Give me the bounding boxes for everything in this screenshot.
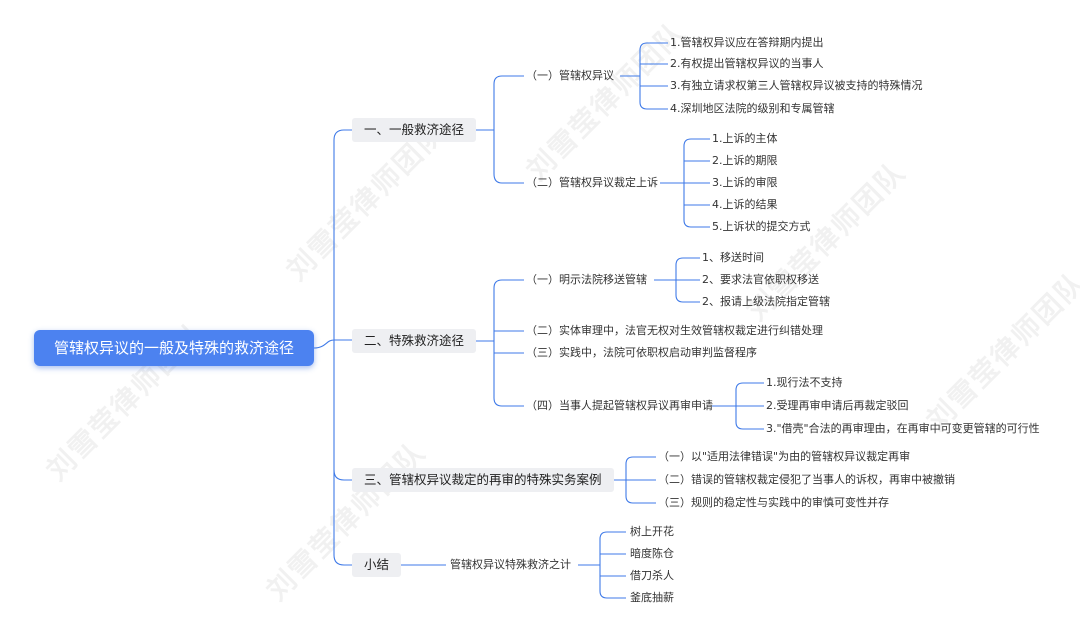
b1-objection-item[interactable]: 4.深圳地区法院的级别和专属管辖 <box>670 102 835 115</box>
b1-objection-item[interactable]: 1.管辖权异议应在答辩期内提出 <box>670 36 824 49</box>
b2-transfer-item[interactable]: 2、报请上级法院指定管辖 <box>702 295 830 308</box>
b1-appeal-item[interactable]: 1.上诉的主体 <box>712 132 778 145</box>
b1-objection-item[interactable]: 2.有权提出管辖权异议的当事人 <box>670 57 824 70</box>
b1-appeal-item[interactable]: 3.上诉的审限 <box>712 176 778 189</box>
b2-substantive-node[interactable]: （二）实体审理中，法官无权对生效管辖权裁定进行纠错处理 <box>526 324 823 337</box>
b2-retrial-item[interactable]: 3."借壳"合法的再审理由，在再审中可变更管辖的可行性 <box>766 422 1040 435</box>
b2-transfer-node[interactable]: （一）明示法院移送管辖 <box>526 273 647 286</box>
b2-retrial-node[interactable]: （四）当事人提起管辖权异议再审申请 <box>526 399 713 412</box>
b2-transfer-item[interactable]: 1、移送时间 <box>702 251 764 264</box>
b3-case-item[interactable]: （一）以"适用法律错误"为由的管辖权异议裁定再审 <box>658 450 911 463</box>
b1-appeal-item[interactable]: 2.上诉的期限 <box>712 154 778 167</box>
b1-appeal-item[interactable]: 5.上诉状的提交方式 <box>712 220 811 233</box>
b2-transfer-item[interactable]: 2、要求法官依职权移送 <box>702 273 819 286</box>
b2-retrial-item[interactable]: 2.受理再审申请后再裁定驳回 <box>766 399 909 412</box>
b1-objection-node[interactable]: （一）管辖权异议 <box>526 69 614 82</box>
branch-general-remedy[interactable]: 一、一般救济途径 <box>352 118 477 142</box>
b4-strategy-item[interactable]: 暗度陈仓 <box>630 547 674 560</box>
branch-special-remedy[interactable]: 二、特殊救济途径 <box>352 329 477 353</box>
b2-supervision-node[interactable]: （三）实践中，法院可依职权启动审判监督程序 <box>526 346 757 359</box>
b2-retrial-item[interactable]: 1.现行法不支持 <box>766 376 843 389</box>
branch-summary[interactable]: 小结 <box>352 553 402 577</box>
b1-appeal-item[interactable]: 4.上诉的结果 <box>712 198 778 211</box>
b4-strategy-item[interactable]: 借刀杀人 <box>630 569 674 582</box>
b4-strategy-node[interactable]: 管辖权异议特殊救济之计 <box>450 558 571 571</box>
root-node[interactable]: 管辖权异议的一般及特殊的救济途径 <box>34 330 314 366</box>
b3-case-item[interactable]: （三）规则的稳定性与实践中的审慎可变性并存 <box>658 496 889 509</box>
b1-appeal-node[interactable]: （二）管辖权异议裁定上诉 <box>526 176 658 189</box>
b4-strategy-item[interactable]: 釜底抽薪 <box>630 591 674 604</box>
b4-strategy-item[interactable]: 树上开花 <box>630 525 674 538</box>
branch-retrial-cases[interactable]: 三、管辖权异议裁定的再审的特殊实务案例 <box>352 468 614 492</box>
b3-case-item[interactable]: （二）错误的管辖权裁定侵犯了当事人的诉权，再审中被撤销 <box>658 473 955 486</box>
b1-objection-item[interactable]: 3.有独立请求权第三人管辖权异议被支持的特殊情况 <box>670 79 923 92</box>
